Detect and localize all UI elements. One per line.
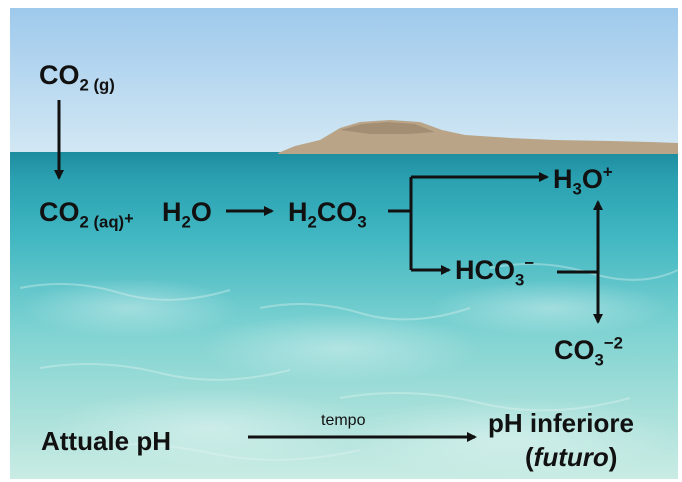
water-label: H2O <box>162 197 212 232</box>
future-label: (futuro) <box>525 442 618 472</box>
carbonic-acid-label: H2CO3 <box>288 197 367 232</box>
carbonate-label: CO3−2 <box>554 333 623 370</box>
bicarbonate-label: HCO3− <box>455 253 535 290</box>
co2-gas-label: CO2 (g) <box>39 60 115 95</box>
future-italic-word: futuro <box>533 442 609 472</box>
co2-aqueous-label: CO2 (aq)+ <box>39 197 134 232</box>
lower-ph-label: pH inferiore <box>488 408 634 438</box>
current-ph-label: Attuale pH <box>41 426 171 456</box>
sea-photo-illustration <box>10 8 678 479</box>
hydronium-label: H3O+ <box>553 162 613 199</box>
sea-background-photo <box>10 8 678 479</box>
time-arrow-label: tempo <box>321 412 366 429</box>
